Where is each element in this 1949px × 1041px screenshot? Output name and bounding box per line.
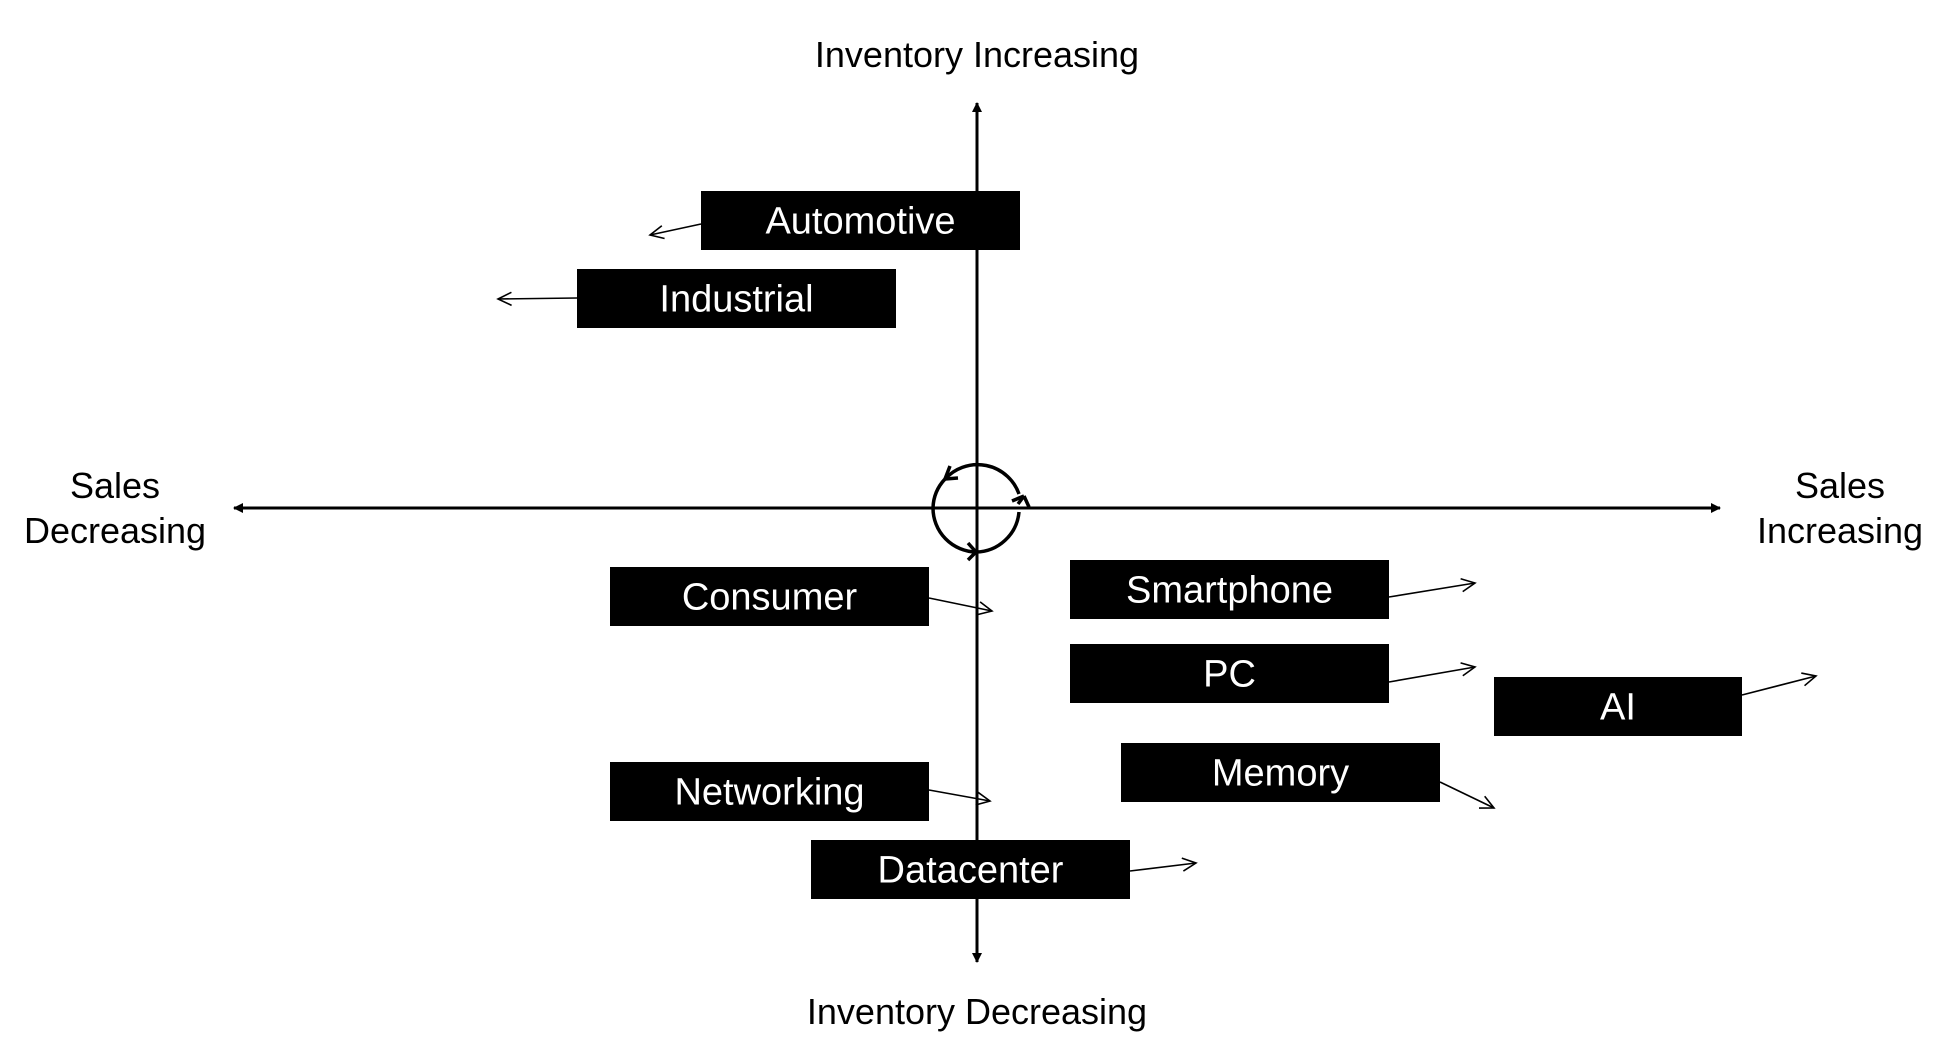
segment-arrow-datacenter-shaft xyxy=(1129,862,1197,872)
segment-consumer: Consumer xyxy=(610,567,994,626)
segment-box-networking xyxy=(610,762,929,821)
segment-arrow-smartphone-head xyxy=(1460,577,1477,593)
segment-box-smartphone xyxy=(1070,560,1389,619)
cycle-arrows-icon xyxy=(931,462,1031,562)
segment-arrow-automotive-head xyxy=(648,225,665,240)
segment-arrow-automotive-shaft xyxy=(649,223,702,236)
segment-label-memory: Memory xyxy=(1212,753,1349,795)
axis-label-top: Inventory Increasing xyxy=(815,34,1139,75)
segment-arrow-automotive xyxy=(648,223,702,240)
segment-label-industrial: Industrial xyxy=(659,279,813,321)
segment-box-pc xyxy=(1070,644,1389,703)
segment-label-consumer: Consumer xyxy=(682,577,858,619)
segment-arrow-memory xyxy=(1439,781,1496,809)
segment-arrow-industrial-head xyxy=(496,291,512,307)
axis-label-left-line2: Decreasing xyxy=(24,510,206,551)
segment-arrow-pc-shaft xyxy=(1388,666,1476,683)
axis-label-left-line1: Sales xyxy=(70,465,160,506)
segment-label-automotive: Automotive xyxy=(765,201,955,243)
segment-label-datacenter: Datacenter xyxy=(878,850,1064,892)
segment-arrow-ai-head xyxy=(1801,672,1818,687)
segment-arrow-networking-shaft xyxy=(928,789,991,802)
segment-arrow-smartphone-shaft xyxy=(1388,582,1476,598)
segment-arrow-industrial-shaft xyxy=(497,297,578,300)
segment-datacenter: Datacenter xyxy=(811,840,1198,899)
segment-ai: AI xyxy=(1494,672,1818,736)
segment-label-networking: Networking xyxy=(674,772,864,814)
segment-arrow-networking-head xyxy=(975,791,992,806)
segment-box-datacenter xyxy=(811,840,1130,899)
segment-arrow-pc-head xyxy=(1460,662,1477,677)
segment-industrial: Industrial xyxy=(496,269,896,328)
segment-arrow-memory-shaft xyxy=(1439,781,1495,809)
segment-networking: Networking xyxy=(610,762,992,821)
segment-arrow-industrial xyxy=(496,291,578,307)
segment-pc: PC xyxy=(1070,644,1477,703)
segment-arrow-datacenter-head xyxy=(1181,857,1198,872)
segment-arrow-pc xyxy=(1388,662,1477,683)
segment-arrow-ai-shaft xyxy=(1741,675,1817,696)
segment-arrow-consumer xyxy=(928,597,994,616)
segment-box-memory xyxy=(1121,743,1440,802)
segment-smartphone: Smartphone xyxy=(1070,560,1477,619)
segment-arrow-ai xyxy=(1741,672,1818,696)
axis-label-right-line1: Sales xyxy=(1795,465,1885,506)
segment-box-consumer xyxy=(610,567,929,626)
segment-arrow-smartphone xyxy=(1388,577,1477,598)
axis-label-right-line2: Increasing xyxy=(1757,510,1923,551)
segment-label-ai: AI xyxy=(1600,687,1636,729)
segment-arrow-consumer-shaft xyxy=(928,597,993,612)
segment-box-industrial xyxy=(577,269,896,328)
segment-label-smartphone: Smartphone xyxy=(1126,570,1333,612)
segment-automotive: Automotive xyxy=(648,191,1020,250)
segment-arrow-datacenter xyxy=(1129,857,1198,872)
segment-arrow-memory-head xyxy=(1478,795,1496,809)
segment-arrow-networking xyxy=(928,789,992,806)
segment-label-pc: PC xyxy=(1203,654,1256,696)
axis-label-bottom: Inventory Decreasing xyxy=(807,991,1147,1032)
segment-memory: Memory xyxy=(1121,743,1496,809)
segment-arrow-consumer-head xyxy=(977,601,994,616)
segment-box-automotive xyxy=(701,191,1020,250)
segment-box-ai xyxy=(1494,677,1742,736)
